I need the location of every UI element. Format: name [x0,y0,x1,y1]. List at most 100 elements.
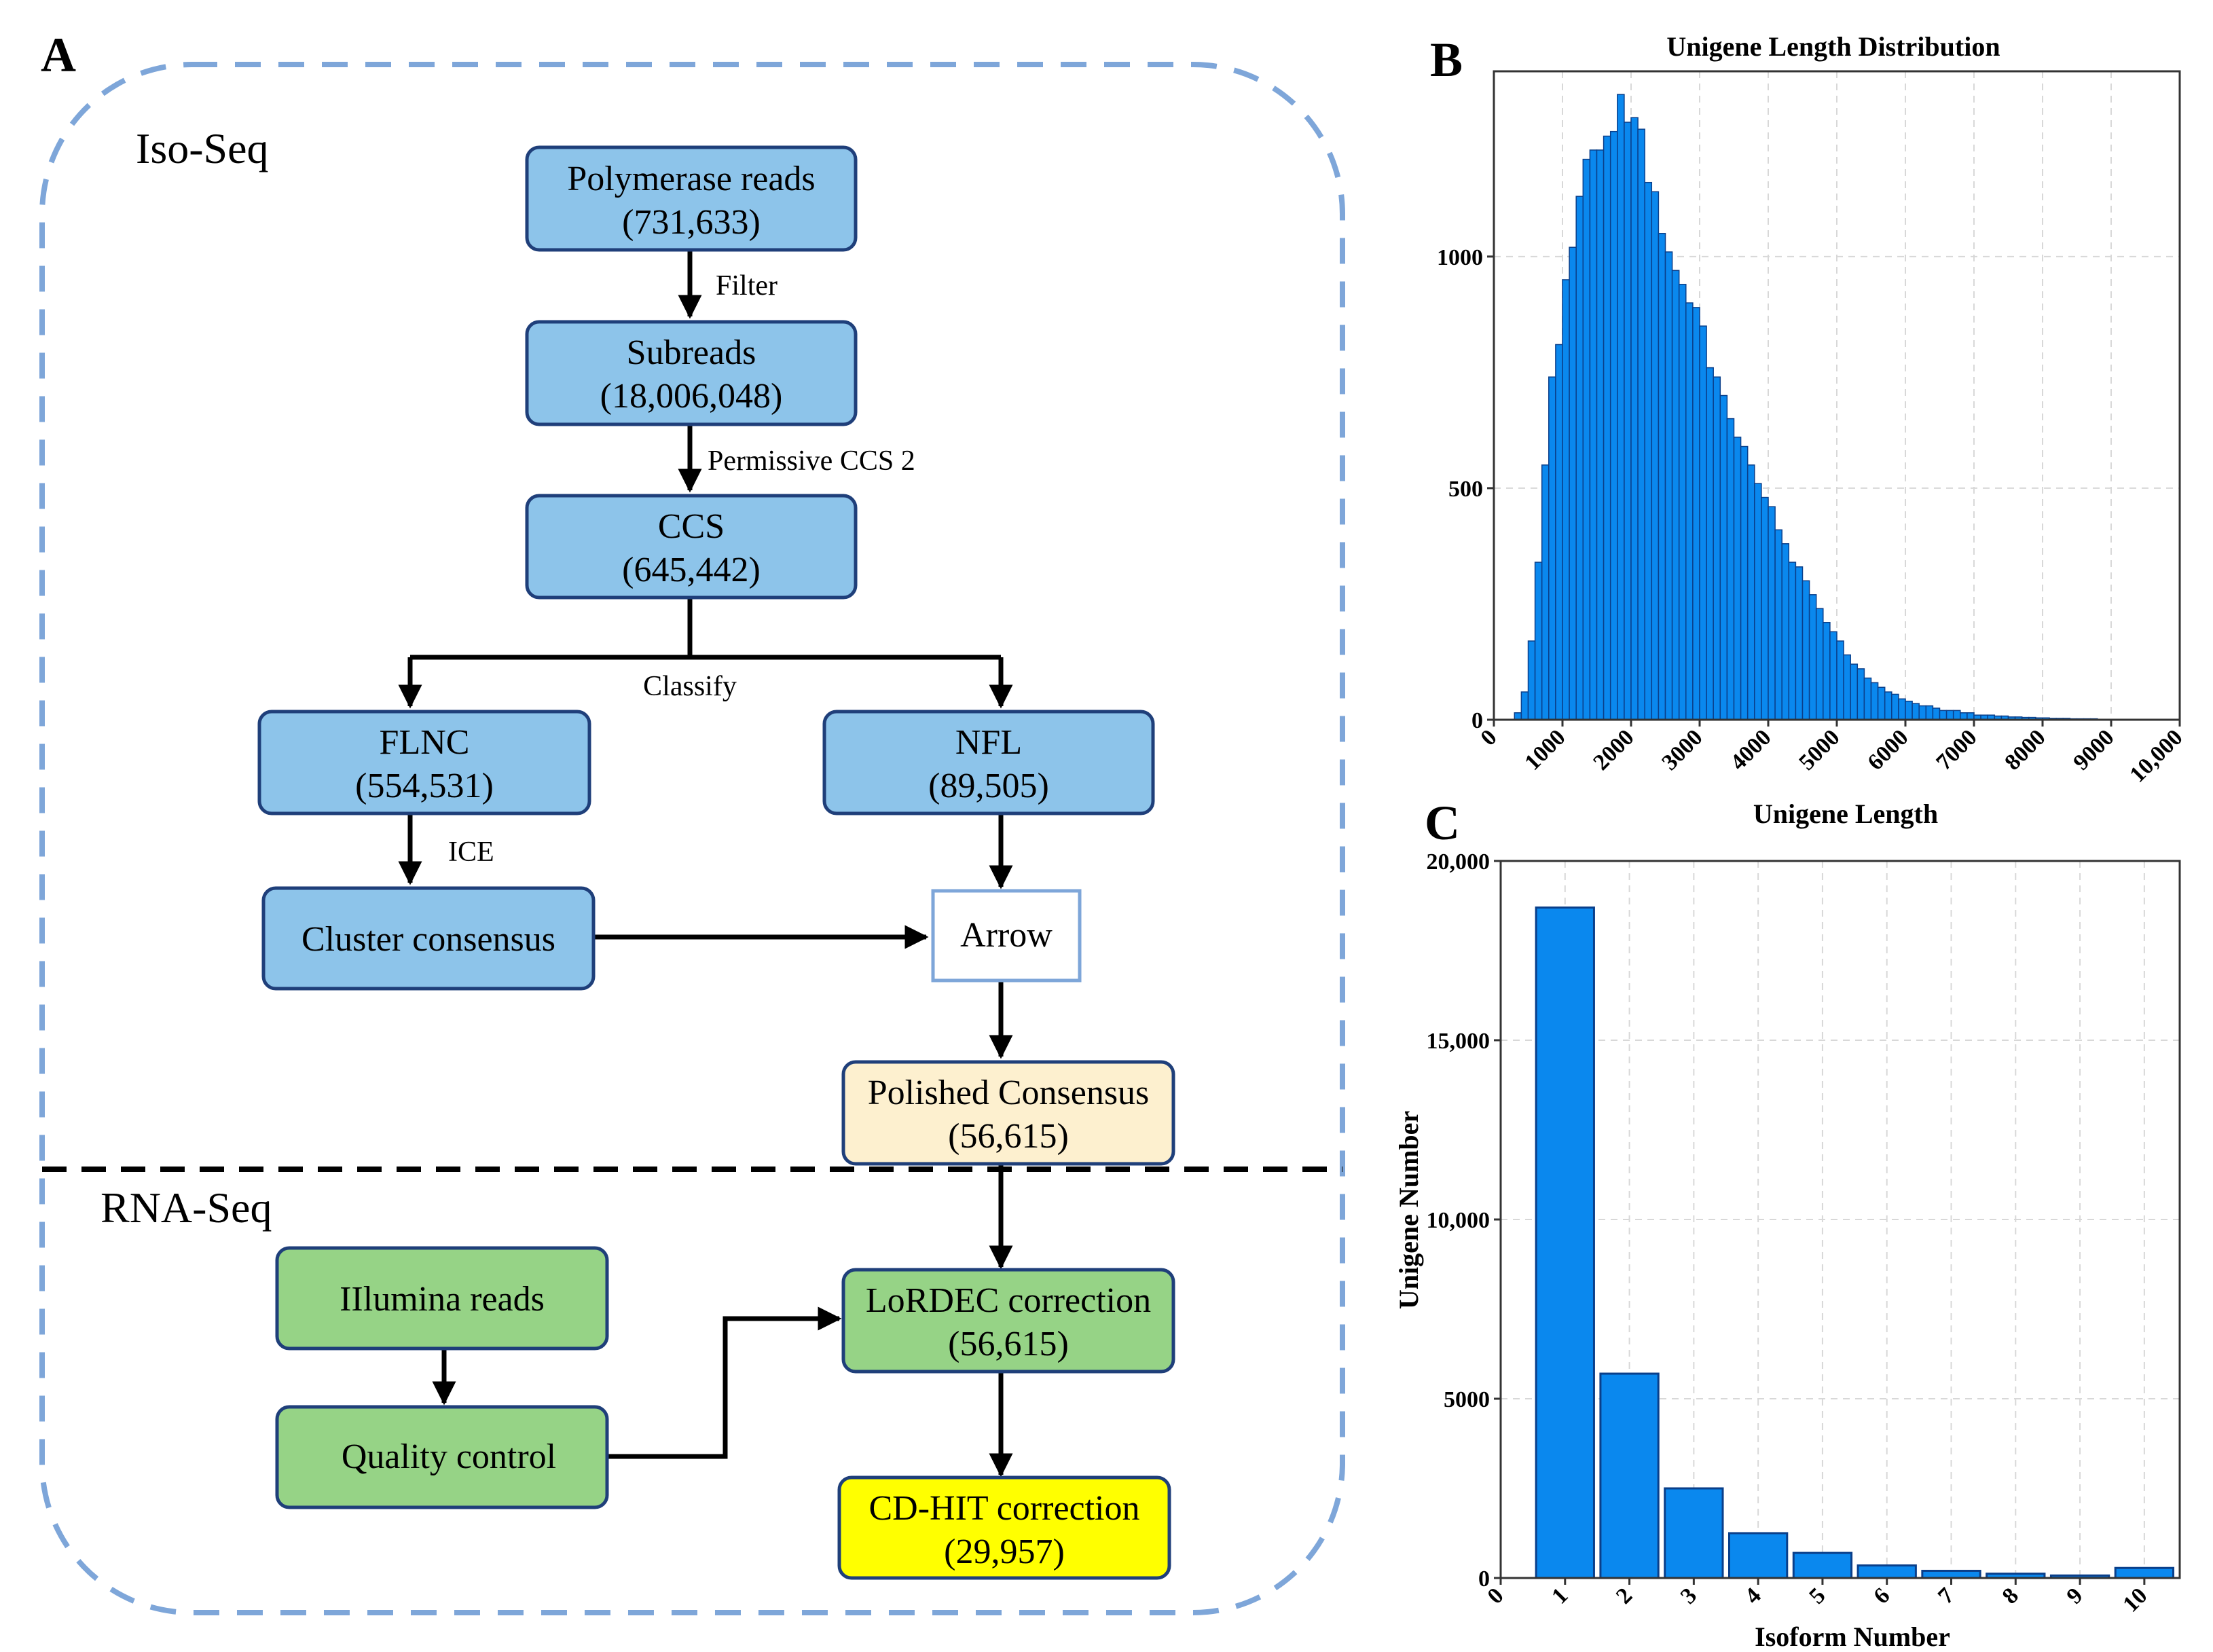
chart-b-bar [1788,562,1797,720]
chart-b-x-tick-label: 0 [1476,724,1501,750]
chart-c-x-tick-label: 6 [1869,1583,1895,1609]
edge-label-ice: ICE [448,837,494,868]
node-title: CD-HIT correction [868,1489,1139,1528]
node-title: Cluster consensus [301,920,555,959]
chart-c-bars [1535,906,2175,1579]
chart-b-bar [1514,712,1522,720]
chart-b-bar [1706,367,1714,720]
chart-c-x-tick-label: 1 [1547,1583,1573,1609]
chart-b-bar [1843,654,1851,720]
panel-letter-a: A [41,28,76,82]
chart-b-bar [1960,712,1968,720]
chart-b-x-tick-label: 4000 [1725,724,1776,775]
node-title: Polished Consensus [868,1073,1150,1112]
edge-qc-lordec [607,1306,842,1459]
node-count: (56,615) [948,1325,1069,1363]
chart-b-bar [1713,376,1721,720]
node-lordec-correction: LoRDEC correction (56,615) [841,1268,1175,1374]
chart-b-bar [1774,529,1782,720]
chart-b-title: Unigene Length Distribution [1666,31,2000,62]
node-count: (89,505) [928,767,1049,805]
chart-b-bar [1617,94,1625,720]
chart-b-bar [1534,562,1543,720]
node-cdhit-correction: CD-HIT correction (29,957) [837,1475,1171,1580]
chart-b-x-tick-label: 7000 [1931,724,1981,775]
chart-b-x-tick-label: 10,000 [2125,724,2187,787]
chart-b-x-tick-label: 9000 [2068,724,2119,775]
node-box [275,1405,609,1509]
chart-b-x-tick-label: 1000 [1520,724,1570,775]
chart-b-bar [1541,464,1550,720]
chart-c-bar [1535,906,1595,1579]
chart-b-bars [1514,94,2153,720]
chart-b-bar [1685,302,1694,720]
node-box [275,1246,609,1351]
chart-b-x-tick-label: 8000 [2000,724,2050,775]
chart-b-bar [1562,279,1570,720]
chart-b-bar [1967,712,1975,720]
chart-b-bar [1644,181,1653,720]
chart-c-x-tick-label: 8 [1998,1583,2024,1609]
chart-b-x-tick-label: 2000 [1588,724,1639,775]
chart-b-bar [1884,691,1892,720]
section-label-rna-seq: RNA-Seq [100,1183,272,1232]
panel-letter-c: C [1425,796,1460,850]
node-box [257,710,591,815]
node-box [525,145,858,252]
node-box [822,710,1155,815]
chart-c-x-axis-label: Isoform Number [1755,1621,1950,1652]
node-count: (645,442) [622,551,761,589]
chart-c-bar [1727,1532,1789,1579]
chart-b-bar [1829,631,1837,720]
chart-b-bar [1952,710,1961,720]
chart-b-bar [1905,700,1913,720]
chart-c-y-axis-label: Unigene Number [1393,1111,1424,1309]
chart-c-x-tick-label: 9 [2062,1583,2088,1609]
chart-c-y-tick-label: 0 [1478,1566,1490,1592]
chart-c-x-tick-label: 10 [2118,1583,2152,1617]
chart-b-y-tick-label: 500 [1448,477,1483,502]
chart-b-bar [1555,344,1563,720]
connectors [398,250,1013,1477]
chart-c-x-tick-label: 2 [1611,1583,1637,1609]
node-box [841,1060,1175,1166]
chart-b-bar [1671,270,1680,720]
chart-c-x-tick-label: 4 [1740,1583,1766,1609]
panel-letter-b: B [1430,33,1463,87]
chart-b-x-tick-label: 3000 [1657,724,1707,775]
chart-b-x-tick-label: 5000 [1794,724,1844,775]
node-title: Polymerase reads [567,160,815,198]
node-title: LoRDEC correction [866,1281,1151,1320]
chart-b-bar [1850,663,1859,720]
chart-b-bar [1548,376,1556,720]
dashed-outline [39,62,1345,1615]
chart-b-bar [1863,677,1872,720]
chart-b-bar [1939,710,1947,720]
chart-b-bar [1569,246,1577,720]
chart-c-x-tick-label: 3 [1676,1583,1702,1609]
node-nfl: NFL (89,505) [822,710,1155,815]
chart-c-y-tick-label: 15,000 [1427,1029,1490,1054]
chart-b-bar [1582,158,1591,720]
chart-b-bar [1596,149,1605,720]
chart-b-bar [1857,668,1865,720]
edge-label-filter: Filter [716,270,778,301]
node-count: (56,615) [948,1117,1069,1156]
chart-b-bar [1768,506,1776,720]
chart-c-bar [1599,1372,1660,1579]
chart-b-bar [1692,307,1700,720]
chart-b-bar [1603,135,1611,720]
node-arrow: Arrow [931,889,1082,983]
node-title: FLNC [380,723,470,762]
chart-b-bar [1624,122,1632,720]
chart-b-bar [1520,691,1529,720]
chart-b-bar [1802,580,1810,720]
node-title: Arrow [960,916,1053,955]
chart-c-bar [2114,1566,2175,1579]
